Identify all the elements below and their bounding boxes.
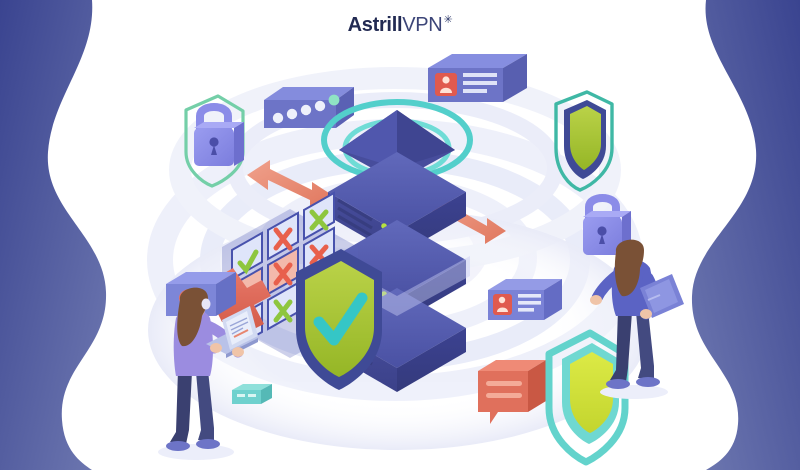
shield-check-center — [296, 249, 382, 390]
password-field — [264, 87, 354, 128]
arrow-left-coral — [247, 160, 332, 209]
chat-bubble-coral — [478, 360, 546, 424]
right-wave-shape — [691, 0, 800, 470]
badge-teal-small — [232, 384, 272, 404]
shield-teal-bottom — [545, 329, 629, 466]
padlock-shackle-icon — [196, 103, 232, 134]
padlock-shackle-icon — [585, 194, 620, 223]
clipboard-item — [640, 274, 684, 318]
shield-green-right — [554, 90, 614, 192]
checkmark-icon — [313, 292, 368, 346]
person-with-clipboard — [590, 239, 684, 399]
server-top-cap — [339, 110, 455, 182]
left-wave-shape — [0, 0, 107, 470]
id-card-top — [428, 54, 527, 102]
person-with-laptop — [158, 287, 258, 460]
id-card-right — [488, 279, 562, 320]
padlock-left — [184, 94, 245, 188]
